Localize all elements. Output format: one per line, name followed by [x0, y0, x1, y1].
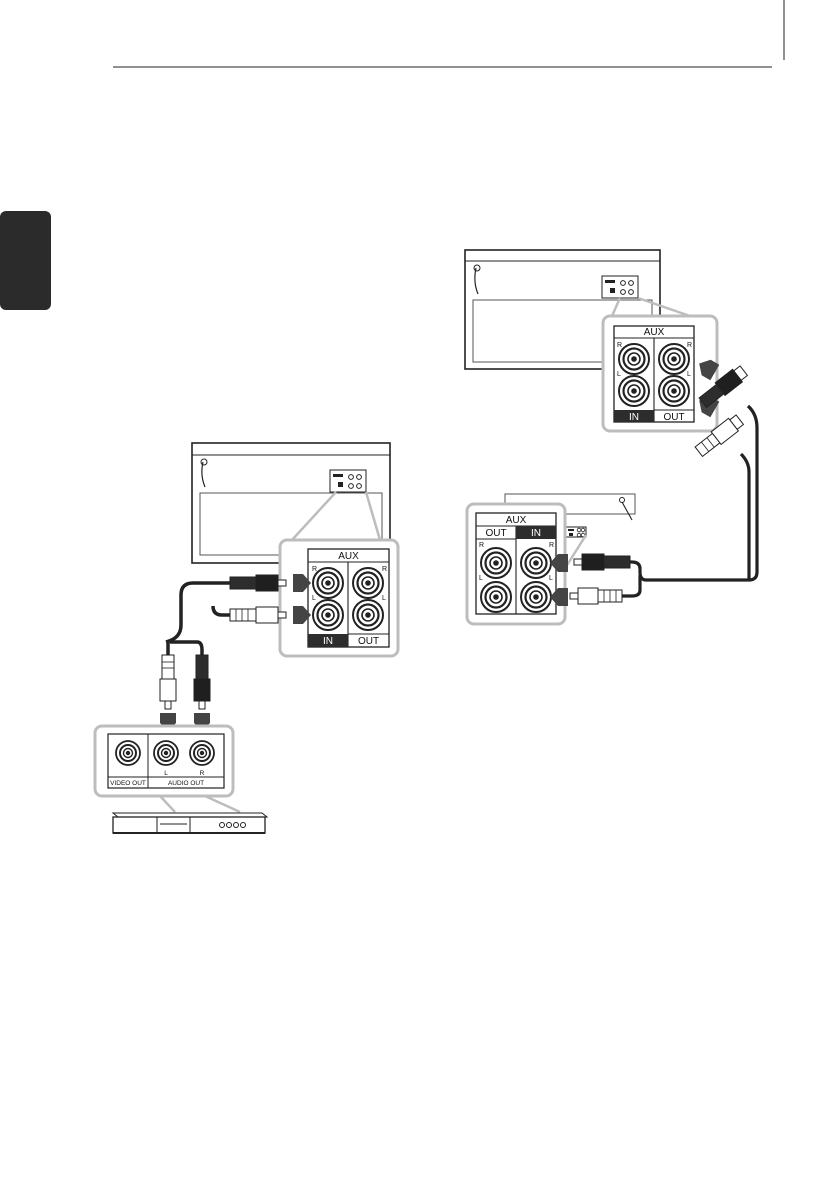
l-label: L	[549, 575, 553, 582]
l-label: L	[312, 595, 316, 602]
l-label: L	[164, 770, 168, 777]
audio-cable-left	[159, 574, 287, 710]
in-label: IN	[629, 412, 639, 423]
aux-in-l-jack	[311, 598, 345, 632]
aux-out-r-jack	[657, 342, 691, 376]
out-label: OUT	[358, 636, 379, 647]
l-label: L	[382, 595, 386, 602]
right-diagram: AUX IN OUT R R L L	[464, 249, 759, 626]
l-label: L	[479, 575, 483, 582]
aux-in-r-jack	[311, 566, 345, 600]
aux-out-l-jack	[351, 598, 385, 632]
out-label: OUT	[485, 528, 506, 539]
in-label: IN	[531, 528, 541, 539]
video-out-label: VIDEO OUT	[110, 780, 146, 787]
video-out-jack	[115, 740, 141, 766]
r-label: R	[479, 542, 484, 549]
aux-label: AUX	[506, 515, 527, 526]
dvd-player	[111, 812, 269, 834]
aux-in-r-jack	[617, 342, 651, 376]
aux-panel-right-lower: AUX OUT IN R R L L	[465, 502, 567, 626]
aux-in-r-jack	[519, 546, 553, 580]
audio-out-label: AUDIO OUT	[168, 780, 204, 787]
r-label: R	[617, 342, 622, 349]
audio-cable-right-upper-plugs	[694, 365, 749, 458]
audio-cable-right	[569, 404, 759, 605]
aux-out-l-jack	[657, 374, 691, 408]
aux-in-l-jack	[617, 374, 651, 408]
left-diagram: AUX IN OUT R R L L	[93, 442, 400, 834]
aux-panel-left: AUX IN OUT R R L L	[278, 538, 400, 658]
l-label: L	[687, 371, 691, 378]
chapter-tab	[0, 211, 51, 310]
aux-in-l-jack	[519, 580, 553, 614]
r-label: R	[200, 770, 205, 777]
aux-panel-right-upper: AUX IN OUT R R L L	[601, 314, 719, 433]
in-label: IN	[323, 636, 333, 647]
audio-out-l-jack	[153, 740, 179, 766]
r-label: R	[382, 566, 387, 573]
aux-label: AUX	[338, 551, 359, 562]
r-label: R	[312, 566, 317, 573]
aux-out-r-jack	[351, 566, 385, 600]
l-label: L	[617, 371, 621, 378]
audio-out-r-jack	[189, 740, 215, 766]
aux-out-l-jack	[479, 580, 513, 614]
aux-out-r-jack	[479, 546, 513, 580]
aux-label: AUX	[644, 327, 665, 338]
r-label: R	[549, 542, 554, 549]
r-label: R	[687, 342, 692, 349]
player-output-panel: L R VIDEO OUT AUDIO OUT	[93, 724, 235, 798]
out-label: OUT	[663, 412, 684, 423]
